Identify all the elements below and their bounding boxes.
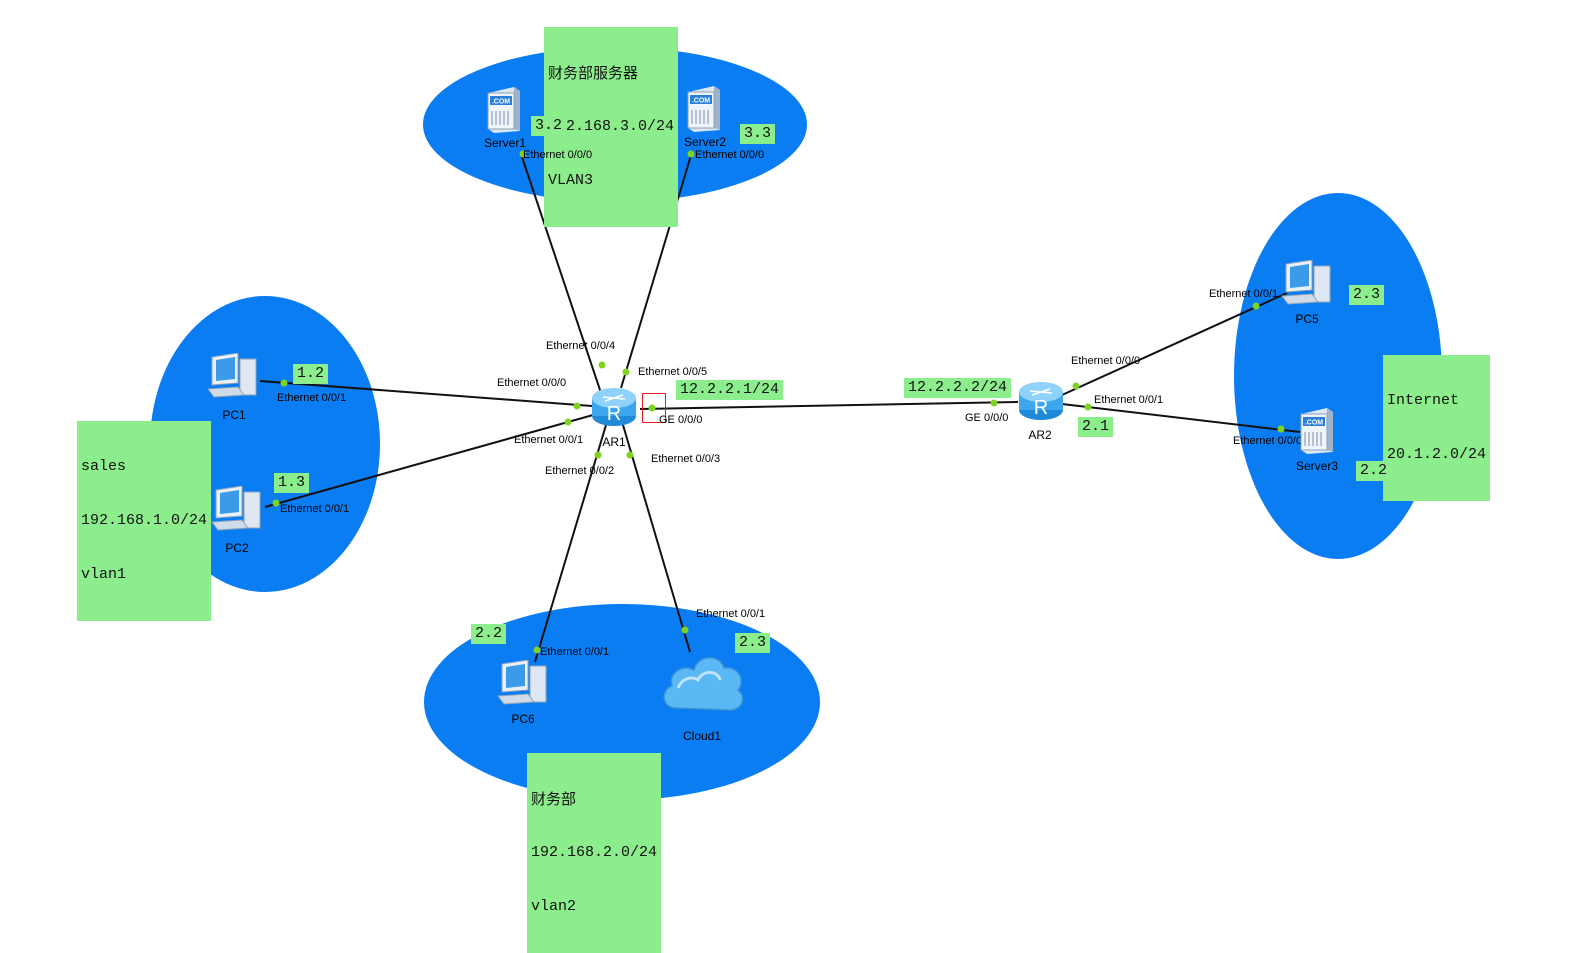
server-icon: .COM	[1300, 408, 1333, 454]
port-dot	[272, 499, 280, 507]
server-icon: .COM	[487, 87, 520, 133]
router-icon: R	[1019, 382, 1063, 420]
port-dot	[1252, 302, 1260, 310]
ip-label-ar1: 12.2.2.1/24	[676, 380, 784, 400]
selected-port-highlight	[642, 393, 666, 423]
port-dot	[598, 361, 606, 369]
pc6-label: PC6	[511, 712, 535, 726]
zone-label-finance: 财务部 192.168.2.0/24 vlan2	[527, 753, 662, 953]
pc1-label: PC1	[222, 408, 246, 422]
port-dot	[533, 646, 541, 654]
ar2-label: AR2	[1028, 428, 1052, 442]
ip-label-cloud1: 2.3	[735, 633, 771, 653]
port-label-ar1-e2: Ethernet 0/0/2	[545, 465, 615, 477]
port-label-pc1: Ethernet 0/0/1	[277, 392, 347, 404]
port-dot	[564, 418, 572, 426]
link-server1-ar1[interactable]	[520, 153, 602, 394]
port-label-ar1-e3: Ethernet 0/0/3	[651, 453, 721, 465]
port-dot	[990, 399, 998, 407]
port-dot	[681, 626, 689, 634]
port-label-ar1-e4: Ethernet 0/0/4	[546, 340, 616, 352]
port-dot	[1072, 382, 1080, 390]
svg-text:R: R	[1034, 397, 1048, 419]
server2-label: Server2	[683, 135, 727, 149]
port-label-server2: Ethernet 0/0/0	[695, 149, 765, 161]
server3-device[interactable]: .COM	[1297, 406, 1337, 456]
port-dot	[594, 451, 602, 459]
port-dot	[573, 402, 581, 410]
router-icon: R	[592, 388, 636, 426]
port-label-server3: Ethernet 0/0/0	[1233, 435, 1303, 447]
port-label-ar2-e1: Ethernet 0/0/1	[1094, 394, 1164, 406]
port-label-pc5: Ethernet 0/0/1	[1209, 288, 1279, 300]
svg-text:.COM: .COM	[492, 99, 510, 106]
pc2-device[interactable]	[210, 486, 266, 532]
ar1-label: AR1	[602, 435, 626, 449]
link-pc6-ar1[interactable]	[534, 424, 607, 663]
server1-label: Server1	[483, 136, 527, 150]
port-label-pc6: Ethernet 0/0/1	[540, 646, 610, 658]
port-dot	[519, 150, 527, 158]
ip-label-pc6: 2.2	[471, 624, 507, 644]
link-pc2-ar1[interactable]	[264, 414, 594, 508]
pc-icon	[497, 660, 547, 705]
cloud1-label: Cloud1	[682, 729, 722, 743]
port-label-ar2-e0: Ethernet 0/0/0	[1071, 355, 1141, 367]
link-server2-ar1[interactable]	[620, 151, 693, 389]
pc-icon	[211, 486, 261, 531]
server2-device[interactable]: .COM	[684, 84, 724, 134]
cloud1-device[interactable]	[658, 648, 748, 720]
link-cloud1-ar1[interactable]	[622, 424, 691, 653]
pc5-device[interactable]	[1280, 260, 1336, 306]
link-ar2-pc5[interactable]	[1061, 292, 1288, 396]
port-dot	[648, 404, 656, 412]
pc-icon	[207, 353, 257, 398]
ip-label-ar2-lan: 2.1	[1078, 417, 1114, 437]
svg-text:.COM: .COM	[1305, 420, 1323, 427]
links-layer	[259, 150, 1301, 663]
zone-label-sales: sales 192.168.1.0/24 vlan1	[77, 421, 212, 621]
port-dot	[1277, 425, 1285, 433]
ar2-device[interactable]: R	[1016, 378, 1066, 422]
port-dot	[687, 150, 695, 158]
port-label-cloud1: Ethernet 0/0/1	[696, 608, 766, 620]
topology-canvas: 财务部服务器 192.168.3.0/24 VLAN3 sales 192.16…	[77, 27, 1491, 953]
pc6-device[interactable]	[496, 660, 552, 706]
cloud-icon	[663, 657, 744, 711]
zone-label-finance-servers: 财务部服务器 192.168.3.0/24 VLAN3	[544, 27, 679, 227]
server1-device[interactable]: .COM	[484, 85, 524, 135]
link-ar1-ar2[interactable]	[639, 401, 1019, 410]
pc-icon	[1281, 260, 1331, 305]
link-ar2-server3[interactable]	[1061, 403, 1301, 433]
port-dot	[622, 368, 630, 376]
ip-label-pc5: 2.3	[1349, 285, 1385, 305]
port-dot	[280, 379, 288, 387]
ip-label-server2: 3.3	[740, 124, 776, 144]
pc1-device[interactable]	[206, 353, 262, 399]
ip-label-server1: 3.2	[531, 116, 567, 136]
port-dot	[626, 451, 634, 459]
pc5-label: PC5	[1295, 312, 1319, 326]
ip-label-server3: 2.2	[1356, 461, 1392, 481]
svg-text:R: R	[607, 403, 621, 425]
server3-label: Server3	[1295, 459, 1339, 473]
port-dot	[1084, 403, 1092, 411]
port-label-ar2-ge0: GE 0/0/0	[965, 412, 1009, 424]
port-label-pc2: Ethernet 0/0/1	[280, 503, 350, 515]
zone-label-internet: Internet 20.1.2.0/24	[1383, 355, 1491, 501]
port-label-ar1-e5: Ethernet 0/0/5	[638, 366, 708, 378]
port-label-ar1-e0: Ethernet 0/0/0	[497, 377, 567, 389]
ip-label-pc2: 1.3	[274, 473, 310, 493]
link-pc1-ar1[interactable]	[259, 380, 593, 407]
port-label-server1: Ethernet 0/0/0	[523, 149, 593, 161]
port-label-ar1-e1: Ethernet 0/0/1	[514, 434, 584, 446]
svg-text:.COM: .COM	[692, 98, 710, 105]
ar1-device[interactable]: R	[589, 384, 639, 428]
server-icon: .COM	[687, 86, 720, 132]
ip-label-pc1: 1.2	[293, 364, 329, 384]
pc2-label: PC2	[225, 541, 249, 555]
port-label-ar1-ge0: GE 0/0/0	[659, 414, 703, 426]
ip-label-ar2: 12.2.2.2/24	[904, 378, 1012, 398]
